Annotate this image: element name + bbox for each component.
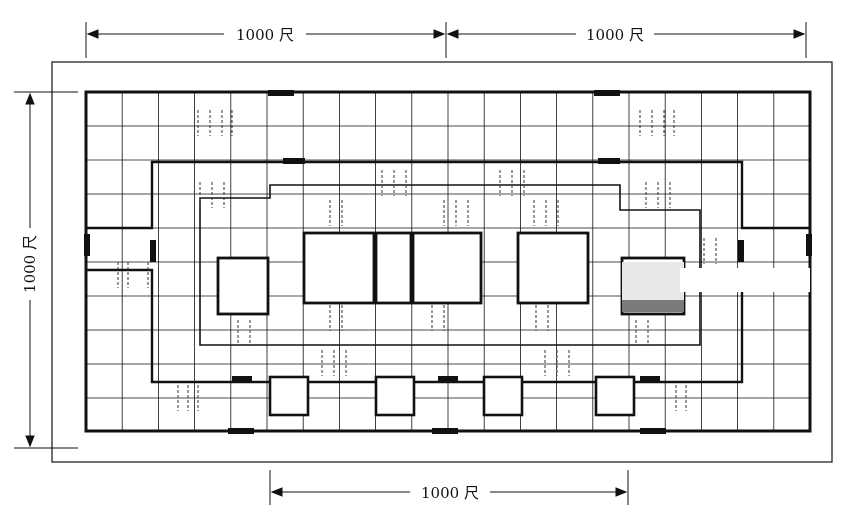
dimension-top-left: 1000 尺: [236, 26, 294, 44]
dimension-left: 1000 尺: [21, 235, 39, 293]
south-halls: [268, 375, 636, 417]
hall-4: [411, 231, 483, 305]
dimension-top-right: 1000 尺: [586, 26, 644, 44]
annotation-marks: [117, 110, 717, 411]
inner-wall: [84, 160, 812, 384]
halls: [216, 231, 686, 316]
outer-frame: [51, 61, 833, 463]
dimension-bottom: 1000 尺: [421, 484, 479, 502]
shaded-bar: [622, 300, 684, 312]
hall-5: [516, 231, 590, 305]
dimension-lines: [14, 22, 807, 505]
hall-west: [216, 256, 270, 316]
court-wall: [199, 184, 701, 346]
hall-3: [374, 231, 413, 305]
gate-markers: [84, 90, 812, 434]
erased-strip: [680, 268, 810, 292]
hall-2: [302, 231, 376, 305]
